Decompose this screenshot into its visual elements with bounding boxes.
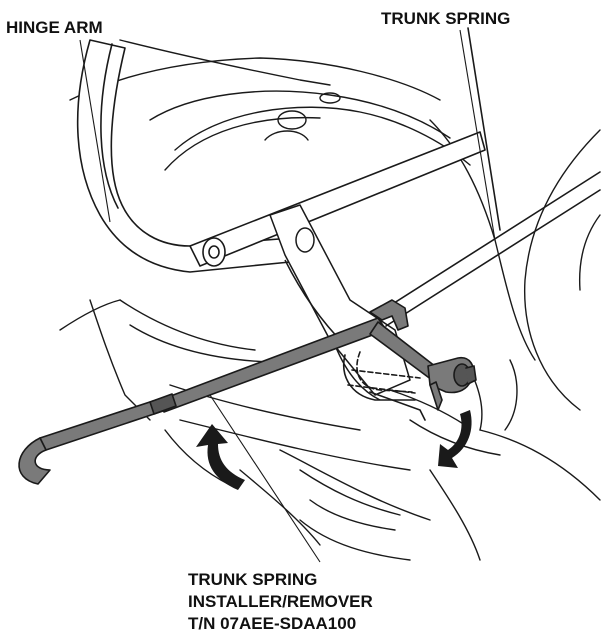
tool-number-line: T/N 07AEE-SDAA100 [188, 614, 357, 633]
tool-callout: TRUNK SPRING INSTALLER/REMOVER T/N 07AEE… [188, 569, 373, 635]
trunk-spring [343, 27, 601, 421]
leader-lines [79, 29, 496, 563]
tool-name-line-1: TRUNK SPRING [188, 570, 318, 589]
rotation-arrow-right [438, 410, 472, 468]
hinge-arm-label: HINGE ARM [6, 18, 103, 37]
rotation-arrow-left [196, 424, 245, 490]
body-panel-lines [59, 39, 601, 561]
trunk-spring-label: TRUNK SPRING [381, 9, 511, 28]
hinge-bracket [269, 204, 411, 401]
tool-name-line-2: INSTALLER/REMOVER [188, 592, 373, 611]
installer-remover-tool [18, 299, 477, 485]
hinge-arm [76, 39, 486, 273]
